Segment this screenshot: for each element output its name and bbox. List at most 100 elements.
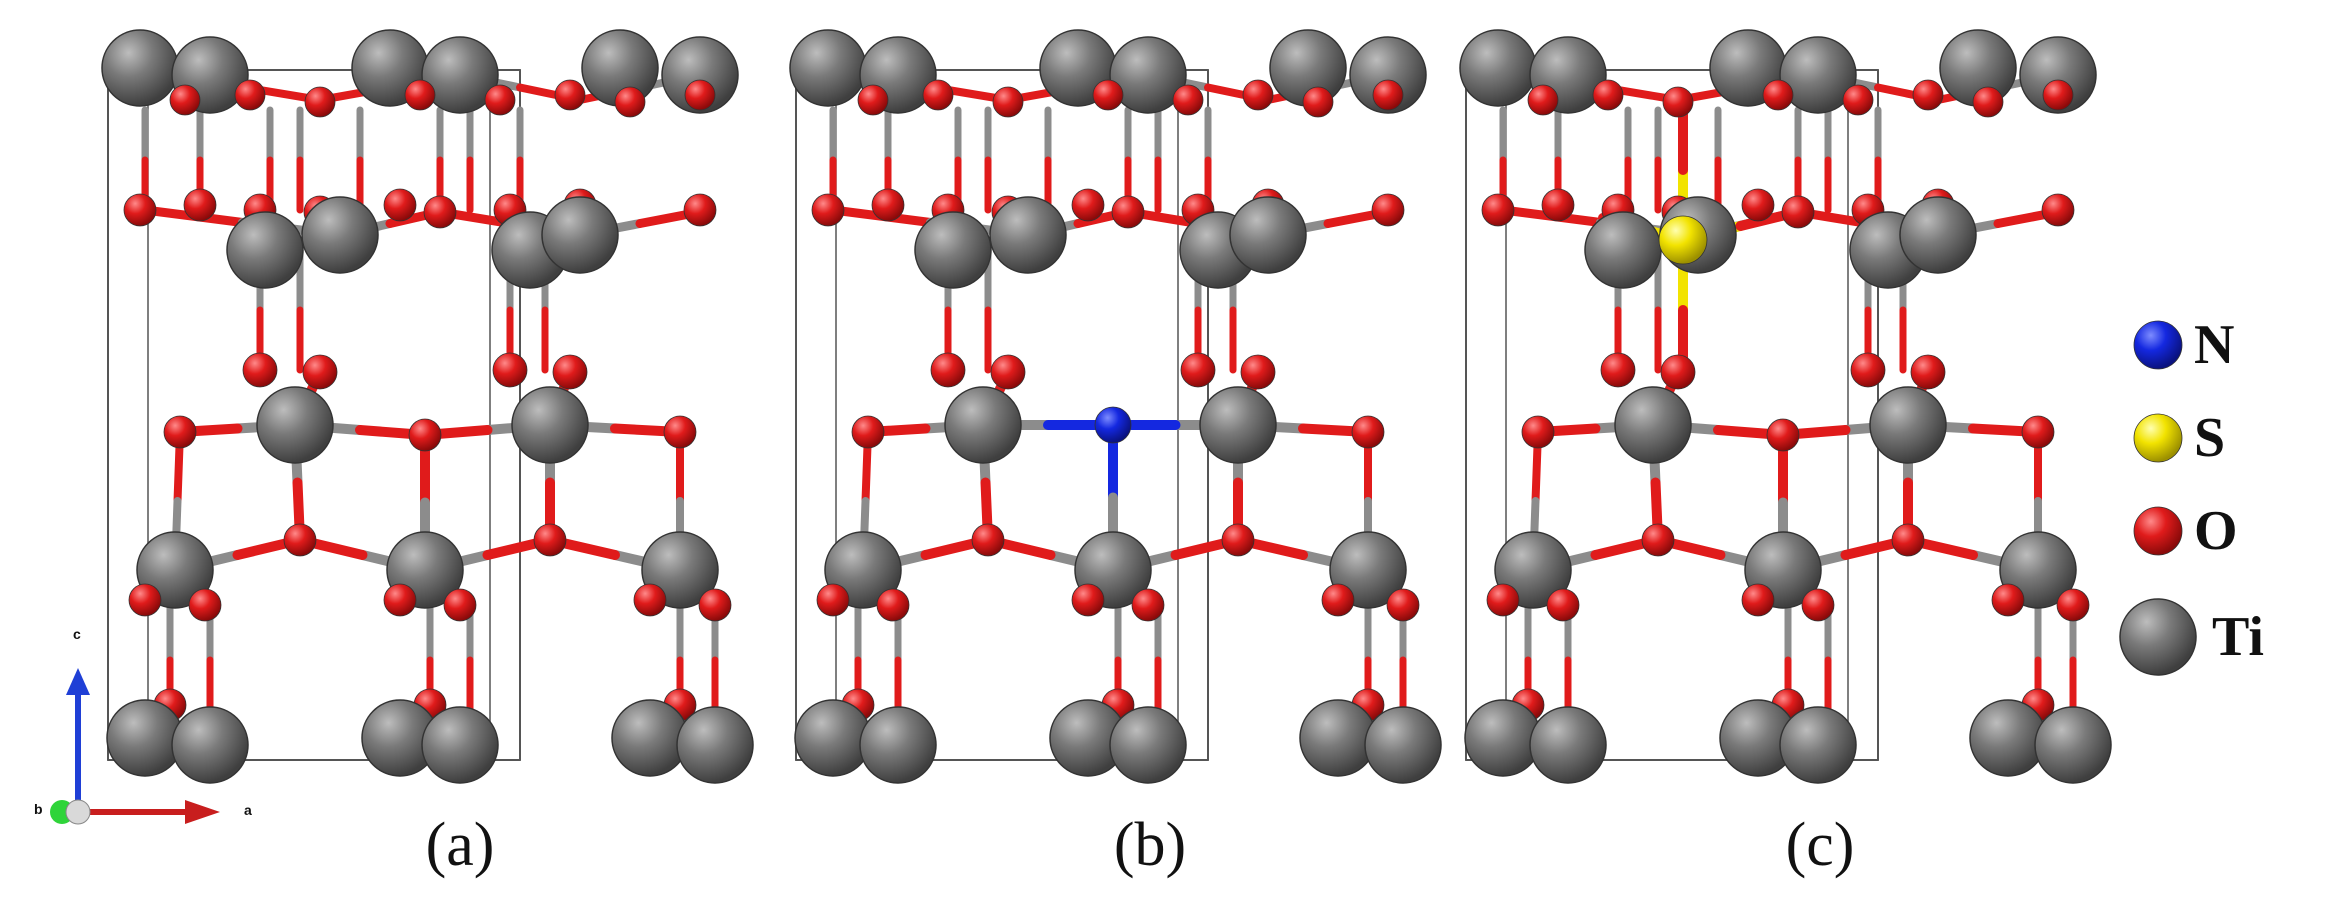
ti-atom	[661, 36, 739, 114]
ti-atom	[2019, 36, 2097, 114]
bonds	[1465, 61, 2077, 761]
o-atom	[188, 588, 222, 622]
o-atom	[1600, 352, 1636, 388]
o-atom	[1131, 588, 1165, 622]
o-atom	[1842, 84, 1874, 116]
o-atom	[1741, 583, 1775, 617]
legend-swatch-o	[2133, 506, 2183, 556]
o-atom	[554, 79, 586, 111]
panel-label-b: (b)	[1113, 811, 1187, 879]
ti-atom	[1779, 706, 1857, 784]
o-atom	[128, 583, 162, 617]
o-atom	[1180, 352, 1216, 388]
structure-panel-c	[1459, 29, 2112, 784]
ti-atom	[1199, 386, 1277, 464]
o-atom	[1321, 583, 1355, 617]
o-atom	[1372, 79, 1404, 111]
o-atom	[990, 354, 1026, 390]
legend-label-ti: Ti	[2212, 606, 2264, 668]
atoms	[1459, 29, 2112, 784]
o-atom	[683, 193, 717, 227]
ti-atom	[2034, 706, 2112, 784]
ti-atom	[1869, 386, 1947, 464]
o-atom	[876, 588, 910, 622]
structure-panel-b	[789, 29, 1442, 784]
bonds	[795, 61, 1407, 761]
axis-c-head	[66, 668, 90, 695]
o-atom	[2041, 193, 2075, 227]
o-atom	[1762, 79, 1794, 111]
ti-atom	[1459, 29, 1537, 107]
o-atom	[283, 523, 317, 557]
o-atom	[1891, 523, 1925, 557]
o-atom	[234, 79, 266, 111]
o-atom	[922, 79, 954, 111]
ti-atom	[1969, 699, 2047, 777]
o-atom	[1641, 523, 1675, 557]
axis-label-c: c	[73, 626, 81, 642]
o-atom	[811, 193, 845, 227]
legend-label-s: S	[2194, 407, 2226, 469]
ti-atom	[989, 196, 1067, 274]
o-atom	[857, 84, 889, 116]
o-atom	[1541, 188, 1575, 222]
legend-item-n: N	[2122, 305, 2234, 385]
o-atom	[851, 415, 885, 449]
o-atom	[183, 188, 217, 222]
ti-atom	[1614, 386, 1692, 464]
o-atom	[871, 188, 905, 222]
o-atom	[1521, 415, 1555, 449]
o-atom	[1071, 188, 1105, 222]
o-atom	[971, 523, 1005, 557]
o-atom	[1527, 84, 1559, 116]
o-atom	[443, 588, 477, 622]
ti-atom	[511, 386, 589, 464]
o-atom	[169, 84, 201, 116]
o-atom	[1781, 195, 1815, 229]
panel-label-a: (a)	[425, 811, 495, 879]
axis-origin	[65, 799, 91, 825]
ti-atom	[1364, 706, 1442, 784]
ti-atom	[256, 386, 334, 464]
o-atom	[1660, 354, 1696, 390]
o-atom	[408, 418, 442, 452]
o-atom	[1912, 79, 1944, 111]
o-atom	[1071, 583, 1105, 617]
atoms	[101, 29, 754, 784]
ti-atom	[1529, 706, 1607, 784]
legend-label-o: O	[2194, 500, 2238, 562]
o-atom	[1111, 195, 1145, 229]
ti-atom	[226, 211, 304, 289]
o-atom	[242, 352, 278, 388]
o-atom	[698, 588, 732, 622]
o-atom	[1481, 193, 1515, 227]
o-atom	[1242, 79, 1274, 111]
o-atom	[1092, 79, 1124, 111]
axis-label-a: a	[244, 802, 252, 818]
ti-atom	[611, 699, 689, 777]
ti-atom	[1779, 36, 1857, 114]
o-atom	[1972, 86, 2004, 118]
ti-atom	[1464, 699, 1542, 777]
legend-item-ti: Ti	[2122, 597, 2264, 677]
o-atom	[1850, 352, 1886, 388]
o-atom	[663, 415, 697, 449]
ti-atom	[1299, 699, 1377, 777]
legend-label-n: N	[2194, 314, 2235, 376]
o-atom	[1172, 84, 1204, 116]
o-atom	[1910, 354, 1946, 390]
o-atom	[1240, 354, 1276, 390]
o-atom	[992, 86, 1024, 118]
o-atom	[163, 415, 197, 449]
ti-atom	[1109, 36, 1187, 114]
o-atom	[1741, 188, 1775, 222]
o-atom	[1546, 588, 1580, 622]
ti-atom	[421, 706, 499, 784]
structure-panel-a	[101, 29, 754, 784]
legend-swatch-ti	[2119, 598, 2197, 676]
o-atom	[1351, 415, 1385, 449]
o-atom	[1662, 86, 1694, 118]
atoms	[789, 29, 1442, 784]
ti-atom	[1584, 211, 1662, 289]
